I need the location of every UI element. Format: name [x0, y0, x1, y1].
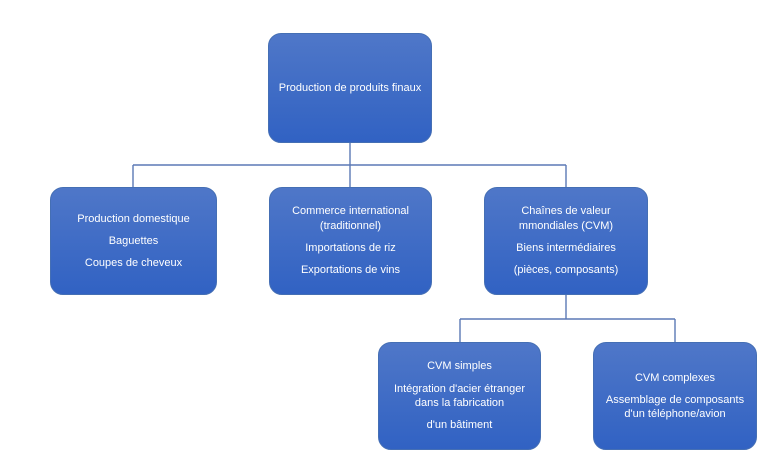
node-text-line: CVM complexes — [634, 371, 716, 384]
node-text-line: Biens intermédiaires — [516, 242, 616, 254]
node-commerce-international: Commerce international (traditionnel) Im… — [269, 187, 432, 295]
node-text-line: Coupes de cheveux — [84, 257, 183, 270]
node-chaines-de-valeur-mondiales: Chaînes de valeur mmondiales (CVM) Biens… — [484, 187, 648, 295]
node-text-line: d'un bâtiment — [426, 419, 493, 432]
node-text-line: Intégration d'acier étranger dans la fab… — [393, 382, 526, 409]
node-text-line: Assemblage de composants d'un téléphone/… — [605, 393, 745, 421]
node-text-line: Exportations de vins — [300, 264, 401, 277]
node-text-line: Production domestique — [77, 212, 190, 225]
node-text-line: Baguettes — [108, 234, 159, 247]
node-text-line: CVM simples — [427, 360, 492, 373]
node-text-line: Commerce international (traditionnel) — [292, 205, 409, 232]
node-production-domestique: Production domestique Baguettes Coupes d… — [50, 187, 217, 295]
node-production-produits-finaux: Production de produits finaux — [268, 33, 432, 143]
node-text-line: (pièces, composants) — [513, 264, 619, 277]
node-cvm-simples: CVM simples Intégration d'acier étranger… — [378, 342, 541, 450]
node-text-line: Production de produits finaux — [278, 81, 422, 94]
node-text-line: Chaînes de valeur mmondiales (CVM) — [518, 205, 614, 232]
node-cvm-complexes: CVM complexes Assemblage de composants d… — [593, 342, 757, 450]
node-text-line: Importations de riz — [305, 242, 396, 254]
